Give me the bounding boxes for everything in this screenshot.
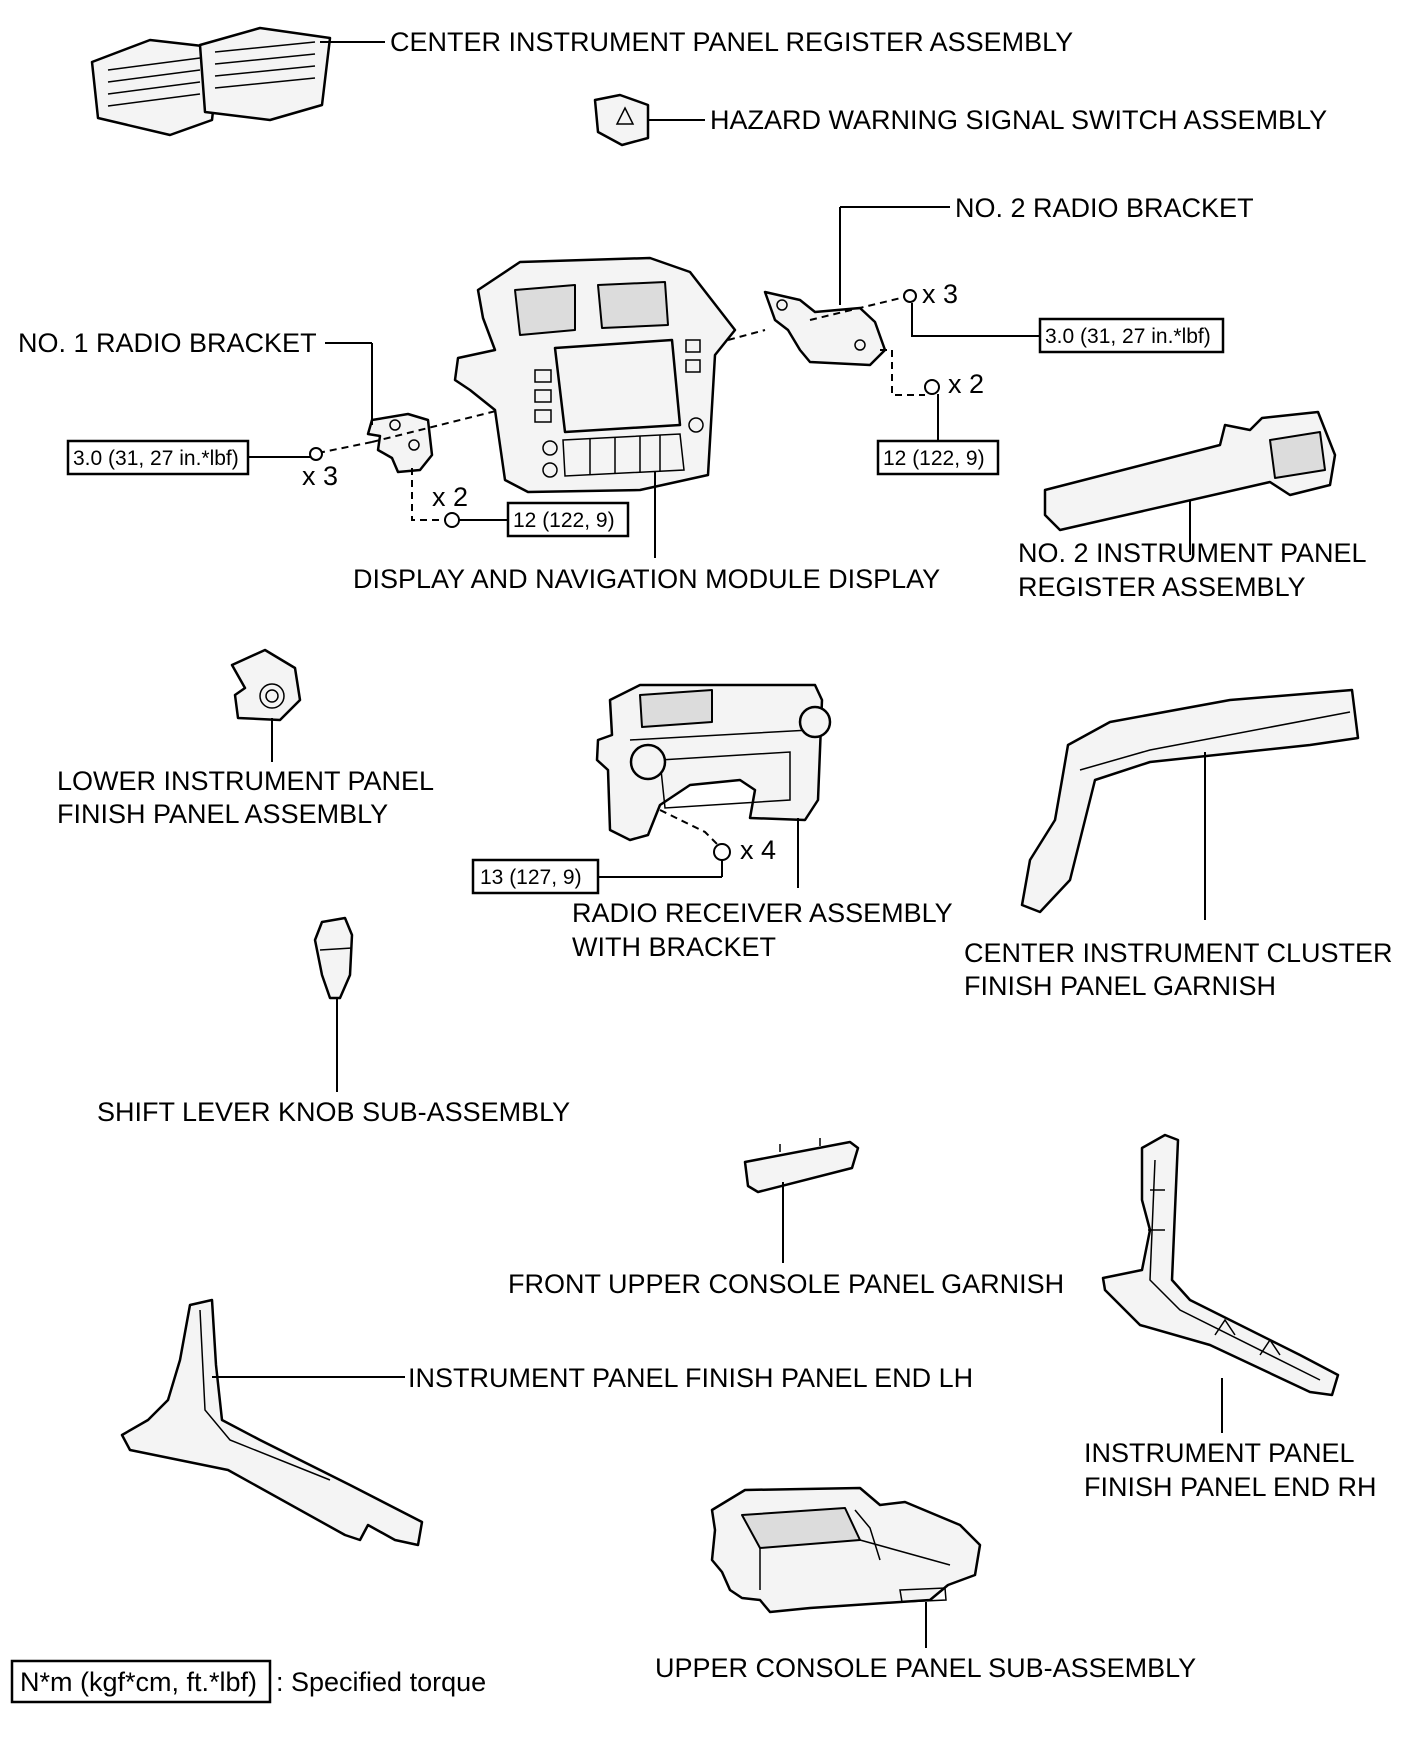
- cluster-garnish-label-1: CENTER INSTRUMENT CLUSTER: [964, 938, 1393, 968]
- end-rh-label-2: FINISH PANEL END RH: [1084, 1472, 1377, 1502]
- end-lh-part: [120, 1298, 424, 1547]
- bolt-icon: [924, 379, 940, 395]
- front-console-garnish-label: FRONT UPPER CONSOLE PANEL GARNISH: [508, 1269, 1064, 1299]
- bolt-icon: [444, 512, 460, 528]
- qty-label: x 3: [302, 461, 338, 491]
- end-lh-label: INSTRUMENT PANEL FINISH PANEL END LH: [408, 1363, 973, 1393]
- torque-label: 12 (122, 9): [513, 509, 615, 532]
- radio-receiver-label-2: WITH BRACKET: [572, 932, 776, 962]
- bolt-icon: [903, 289, 917, 303]
- no2-register-label-1: NO. 2 INSTRUMENT PANEL: [1018, 538, 1367, 568]
- lower-finish-label-2: FINISH PANEL ASSEMBLY: [57, 799, 388, 829]
- shift-knob-label: SHIFT LEVER KNOB SUB-ASSEMBLY: [97, 1097, 570, 1127]
- end-rh-part: [1101, 1133, 1340, 1397]
- legend-torque-box: N*m (kgf*cm, ft.*lbf): [20, 1667, 257, 1697]
- upper-console-part: [710, 1486, 982, 1614]
- no2-register-label-2: REGISTER ASSEMBLY: [1018, 572, 1306, 602]
- shift-knob-part: [313, 916, 354, 1000]
- qty-label: x 2: [432, 482, 468, 512]
- bolt-icon: [309, 447, 323, 461]
- center-register-part: [90, 26, 332, 137]
- no2-radio-bracket-part: [763, 290, 887, 367]
- radio-receiver-label-1: RADIO RECEIVER ASSEMBLY: [572, 898, 953, 928]
- lower-finish-label-1: LOWER INSTRUMENT PANEL: [57, 766, 434, 796]
- center-register-label: CENTER INSTRUMENT PANEL REGISTER ASSEMBL…: [390, 27, 1073, 57]
- qty-label: x 2: [948, 369, 984, 399]
- bolt-icon: [713, 843, 731, 861]
- torque-label: 3.0 (31, 27 in.*lbf): [1045, 325, 1211, 348]
- qty-label: x 3: [922, 279, 958, 309]
- display-nav-part: [453, 256, 737, 494]
- legend-text: : Specified torque: [276, 1667, 486, 1697]
- no2-radio-bracket-label: NO. 2 RADIO BRACKET: [955, 193, 1254, 223]
- torque-label: 13 (127, 9): [480, 866, 582, 889]
- legend: N*m (kgf*cm, ft.*lbf) : Specified torque: [10, 1659, 486, 1704]
- torque-label: 12 (122, 9): [883, 447, 985, 470]
- front-console-garnish-part: [743, 1138, 860, 1194]
- hazard-switch-part: [593, 93, 650, 147]
- upper-console-label: UPPER CONSOLE PANEL SUB-ASSEMBLY: [655, 1653, 1196, 1683]
- end-rh-label-1: INSTRUMENT PANEL: [1084, 1438, 1355, 1468]
- hazard-switch-label: HAZARD WARNING SIGNAL SWITCH ASSEMBLY: [710, 105, 1327, 135]
- cluster-garnish-label-2: FINISH PANEL GARNISH: [964, 971, 1276, 1001]
- torque-label: 3.0 (31, 27 in.*lbf): [73, 447, 239, 470]
- cluster-garnish-part: [1020, 688, 1360, 914]
- no1-radio-bracket-label: NO. 1 RADIO BRACKET: [18, 328, 317, 358]
- lower-finish-panel-part: [230, 648, 302, 722]
- radio-receiver-part: [595, 683, 832, 842]
- qty-label: x 4: [740, 835, 776, 865]
- no2-register-part: [1043, 410, 1337, 532]
- no1-radio-bracket-part: [366, 412, 434, 474]
- display-nav-label: DISPLAY AND NAVIGATION MODULE DISPLAY: [353, 564, 940, 594]
